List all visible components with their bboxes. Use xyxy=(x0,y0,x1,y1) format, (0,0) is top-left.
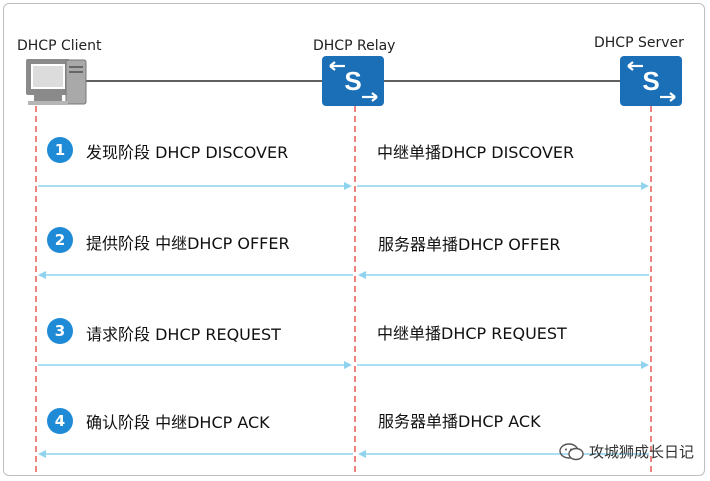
step-2-relay-text: 服务器单播DHCP OFFER xyxy=(378,235,561,254)
diagram-frame xyxy=(3,3,705,476)
step-badge-3: 3 xyxy=(47,318,73,344)
watermark-text: 攻城狮成长日记 xyxy=(588,443,694,461)
step-badge-2: 2 xyxy=(47,227,73,253)
step-1-relay-text: 中继单播DHCP DISCOVER xyxy=(377,143,575,162)
watermark: 攻城狮成长日记 xyxy=(559,441,694,462)
server-switch-icon: S xyxy=(620,56,682,106)
step-1-client-text: 发现阶段 DHCP DISCOVER xyxy=(86,143,289,162)
step-badge-1: 1 xyxy=(47,137,73,163)
wechat-icon xyxy=(559,442,584,460)
relay-switch-icon: S xyxy=(322,56,384,106)
step-4-relay-text: 服务器单播DHCP ACK xyxy=(378,412,541,431)
computer-icon xyxy=(26,59,87,105)
step-2-client-text: 提供阶段 中继DHCP OFFER xyxy=(86,234,290,253)
step-3-relay-text: 中继单播DHCP REQUEST xyxy=(377,324,567,343)
step-3-client-text: 请求阶段 DHCP REQUEST xyxy=(86,325,281,344)
step-badge-4: 4 xyxy=(47,408,73,434)
relay-label: DHCP Relay xyxy=(313,38,396,54)
svg-text:S: S xyxy=(344,66,361,96)
arrow-step-4 xyxy=(38,450,649,458)
client-label: DHCP Client xyxy=(17,38,102,54)
svg-text:S: S xyxy=(642,66,659,96)
arrow-step-1 xyxy=(38,182,649,190)
arrow-step-3 xyxy=(38,361,649,369)
arrow-step-2 xyxy=(38,271,649,279)
server-label: DHCP Server xyxy=(594,35,684,51)
step-4-client-text: 确认阶段 中继DHCP ACK xyxy=(86,413,270,432)
